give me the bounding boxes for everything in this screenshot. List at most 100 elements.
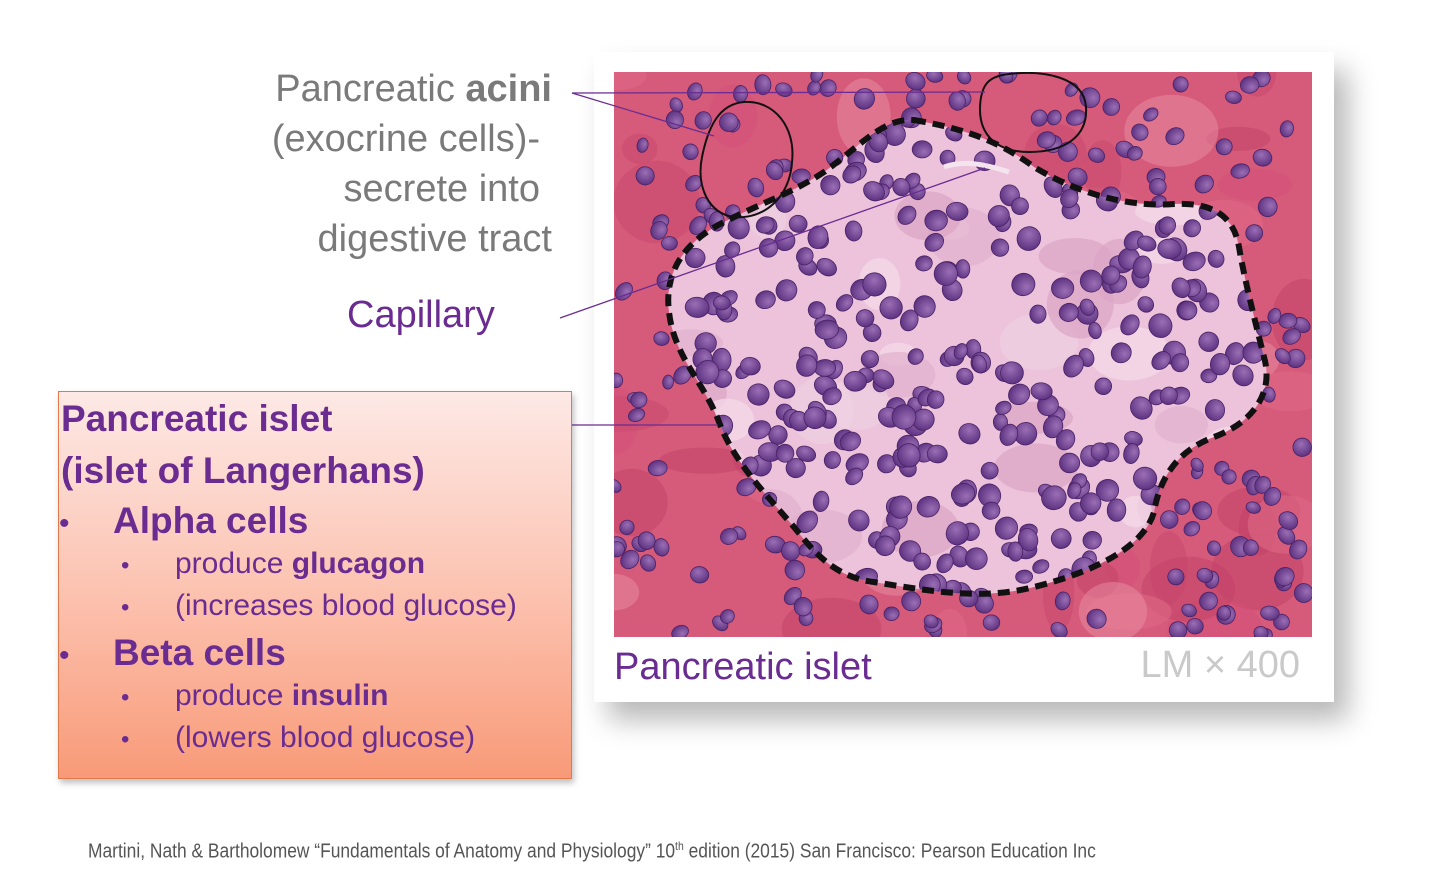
cell-nucleus <box>765 161 784 181</box>
cell-nucleus <box>901 591 922 612</box>
cell-nucleus <box>720 527 738 545</box>
cell-nucleus <box>936 553 954 574</box>
cell-nucleus <box>1292 437 1312 457</box>
cell-nucleus <box>860 350 879 369</box>
cell-nucleus <box>899 309 919 332</box>
cell-nucleus <box>682 143 699 161</box>
alpha-cells-subitem-1: •produce glucagon <box>121 547 425 581</box>
cell-nucleus <box>1158 216 1177 235</box>
cell-nucleus <box>1055 429 1076 451</box>
cell-nucleus <box>1177 300 1198 320</box>
cell-nucleus <box>1102 98 1121 116</box>
cell-nucleus <box>1263 487 1282 506</box>
cell-nucleus <box>898 119 916 128</box>
cell-nucleus <box>822 387 842 406</box>
cell-nucleus <box>1015 569 1034 584</box>
acinus-circle-top <box>978 72 1088 154</box>
citation: Martini, Nath & Bartholomew “Fundamental… <box>88 839 1096 864</box>
cell-nucleus <box>1209 353 1231 376</box>
cell-nucleus <box>1088 322 1102 340</box>
cell-nucleus <box>1029 304 1047 324</box>
beta-effect-text: (lowers blood glucose) <box>175 721 476 754</box>
alpha-produce-text: produce <box>175 547 292 580</box>
magnification-label: LM × 400 <box>1140 644 1301 686</box>
cell-nucleus <box>1060 189 1079 209</box>
cell-nucleus <box>1167 568 1185 586</box>
cell-nucleus <box>953 343 968 360</box>
cell-nucleus <box>1204 399 1226 422</box>
cell-nucleus <box>1285 348 1306 369</box>
cell-nucleus <box>981 501 1001 520</box>
cell-nucleus <box>1194 174 1214 194</box>
cell-nucleus <box>1123 443 1140 464</box>
cell-nucleus <box>1193 501 1212 521</box>
cell-nucleus <box>1221 469 1237 485</box>
cell-nucleus <box>844 220 863 242</box>
cell-nucleus <box>958 423 981 445</box>
cell-nucleus <box>1067 482 1082 499</box>
cell-nucleus <box>889 495 913 519</box>
cell-nucleus <box>1000 361 1024 385</box>
cell-nucleus <box>945 201 969 221</box>
cell-nucleus <box>994 516 1018 540</box>
insulin-text: insulin <box>291 679 389 712</box>
cell-nucleus <box>998 72 1014 84</box>
cell-nucleus <box>1157 238 1182 260</box>
cell-nucleus <box>647 460 668 477</box>
cell-nucleus <box>1181 603 1197 618</box>
cell-nucleus <box>1274 567 1295 587</box>
cell-nucleus <box>907 348 924 365</box>
cell-nucleus <box>1255 320 1272 337</box>
cell-nucleus <box>653 331 670 346</box>
cell-nucleus <box>853 88 875 110</box>
cell-nucleus <box>620 549 640 570</box>
cell-nucleus <box>1174 498 1191 515</box>
cell-nucleus <box>1252 148 1273 167</box>
cell-nucleus <box>810 72 824 83</box>
cell-nucleus <box>661 236 678 251</box>
islet-patch <box>825 378 890 431</box>
cell-nucleus <box>1094 377 1112 396</box>
beta-cells-heading: Beta cells <box>113 632 286 673</box>
cell-nucleus <box>891 404 917 430</box>
capillary-label: Capillary <box>347 294 495 336</box>
islet-patch <box>1119 495 1152 528</box>
cell-nucleus <box>1242 539 1259 556</box>
alpha-effect-text: (increases blood glucose) <box>175 589 517 622</box>
cell-nucleus <box>1046 109 1062 126</box>
cell-nucleus <box>1294 583 1312 603</box>
cell-nucleus <box>1260 605 1280 621</box>
cell-nucleus <box>1051 277 1075 299</box>
cell-nucleus <box>1278 312 1298 329</box>
cell-nucleus <box>859 594 879 615</box>
islet-title-line1: Pancreatic islet <box>61 398 333 439</box>
cell-nucleus <box>690 566 710 584</box>
citation-superscript: th <box>675 839 684 853</box>
cell-nucleus <box>639 554 657 572</box>
cell-nucleus <box>1101 265 1121 286</box>
cell-nucleus <box>1215 138 1233 156</box>
bullet-dot: • <box>59 507 70 540</box>
cell-nucleus <box>773 379 796 399</box>
tissue-patch <box>659 447 752 474</box>
cell-nucleus <box>1041 485 1067 511</box>
cell-nucleus <box>788 214 808 233</box>
cell-nucleus <box>1008 383 1031 406</box>
cell-nucleus <box>1131 123 1149 141</box>
cell-nucleus <box>1282 328 1301 345</box>
islet-patch <box>1038 238 1112 275</box>
cell-nucleus <box>926 72 944 83</box>
cell-nucleus <box>1017 527 1039 552</box>
alpha-cells-item: •Alpha cells <box>59 500 308 542</box>
cell-nucleus <box>843 371 867 392</box>
cell-nucleus <box>1143 107 1159 122</box>
acinus-circle-left <box>699 100 794 219</box>
cell-nucleus <box>754 74 772 96</box>
cell-nucleus <box>897 205 917 225</box>
cell-nucleus <box>911 140 933 159</box>
cell-nucleus <box>990 238 1010 257</box>
cell-nucleus <box>627 407 646 422</box>
cell-nucleus <box>883 606 900 621</box>
cell-nucleus <box>1063 354 1084 378</box>
